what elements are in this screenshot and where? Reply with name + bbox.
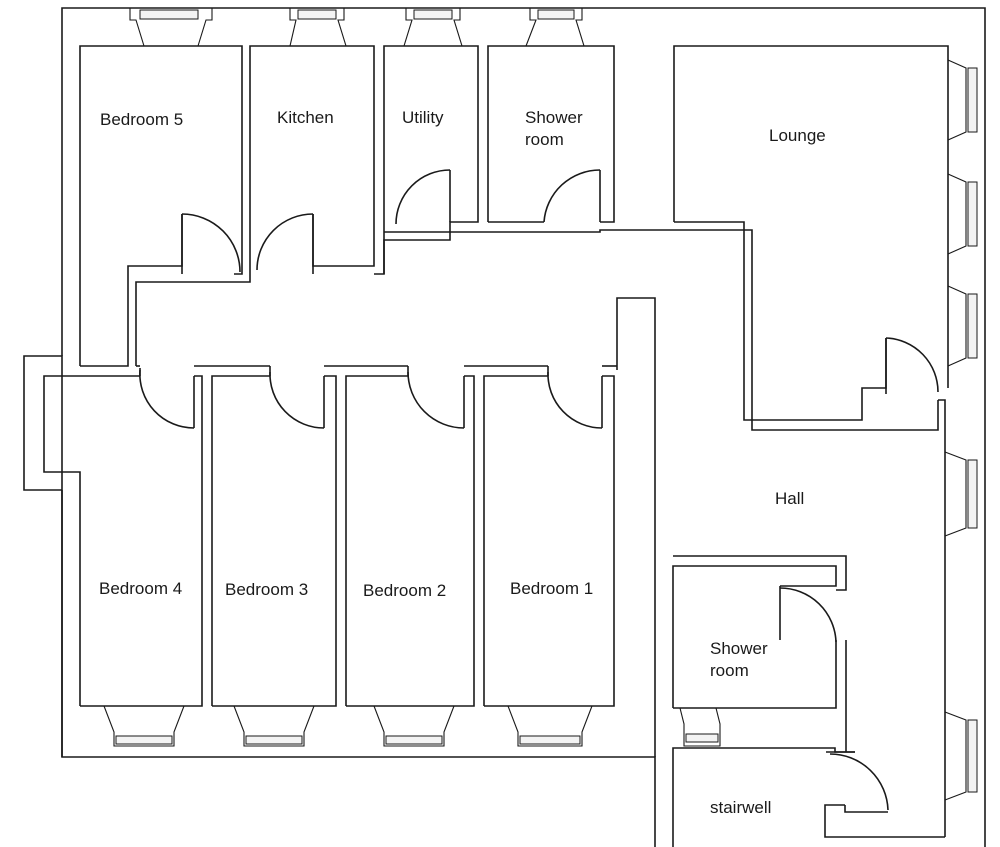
room-hall <box>673 555 847 591</box>
label-bedroom-2: Bedroom 2 <box>363 581 446 600</box>
room-bedroom-2 <box>345 375 475 707</box>
door-shower-top <box>543 169 601 223</box>
window-bottom-bedroom-2 <box>373 705 455 747</box>
window-top-kitchen <box>289 8 347 47</box>
window-top-shower <box>525 8 585 47</box>
room-bedroom-5 <box>79 45 243 367</box>
window-right-1 <box>947 59 978 141</box>
window-bottom-bedroom-4 <box>103 705 185 747</box>
door-stairwell <box>826 751 889 811</box>
door-bedroom-2 <box>407 366 465 429</box>
window-right-2 <box>947 173 978 255</box>
label-shower-top-line2: room <box>525 130 564 149</box>
label-lounge: Lounge <box>769 126 826 145</box>
door-utility <box>395 169 451 225</box>
label-utility: Utility <box>402 108 444 127</box>
room-bedroom-4 <box>43 375 203 707</box>
label-shower-top-line1: Shower <box>525 108 583 127</box>
window-bottom-bedroom-1 <box>507 705 593 747</box>
corridor-walls <box>135 229 939 431</box>
door-shower-lower <box>779 586 837 643</box>
label-kitchen: Kitchen <box>277 108 334 127</box>
room-bedroom-3 <box>211 375 337 707</box>
label-shower-lower-line2: room <box>710 661 749 680</box>
label-bedroom-3: Bedroom 3 <box>225 580 308 599</box>
door-kitchen <box>256 213 314 274</box>
window-right-5 <box>944 711 978 801</box>
window-top-utility <box>403 8 463 47</box>
label-hall: Hall <box>775 489 804 508</box>
window-bottom-shower-lower <box>679 707 721 747</box>
label-shower-lower-line1: Shower <box>710 639 768 658</box>
room-kitchen <box>249 45 375 274</box>
label-bedroom-5: Bedroom 5 <box>100 110 183 129</box>
door-bedroom-1 <box>547 366 603 429</box>
label-bedroom-4: Bedroom 4 <box>99 579 182 598</box>
window-bottom-bedroom-3 <box>233 705 315 747</box>
door-lounge <box>885 337 939 394</box>
outer-walls <box>23 7 986 847</box>
door-bedroom-4 <box>139 368 195 429</box>
room-stairwell <box>844 805 888 813</box>
window-right-3 <box>947 285 978 367</box>
window-right-4 <box>944 451 978 537</box>
door-bedroom-3 <box>269 366 325 429</box>
room-lounge <box>673 45 949 421</box>
room-shower-lower <box>672 565 847 752</box>
window-top-bedroom-5 <box>129 8 213 47</box>
room-bedroom-1 <box>483 375 615 707</box>
door-bedroom-5 <box>181 213 241 274</box>
label-stairwell: stairwell <box>710 798 771 817</box>
room-shower-top <box>487 45 615 223</box>
label-bedroom-1: Bedroom 1 <box>510 579 593 598</box>
